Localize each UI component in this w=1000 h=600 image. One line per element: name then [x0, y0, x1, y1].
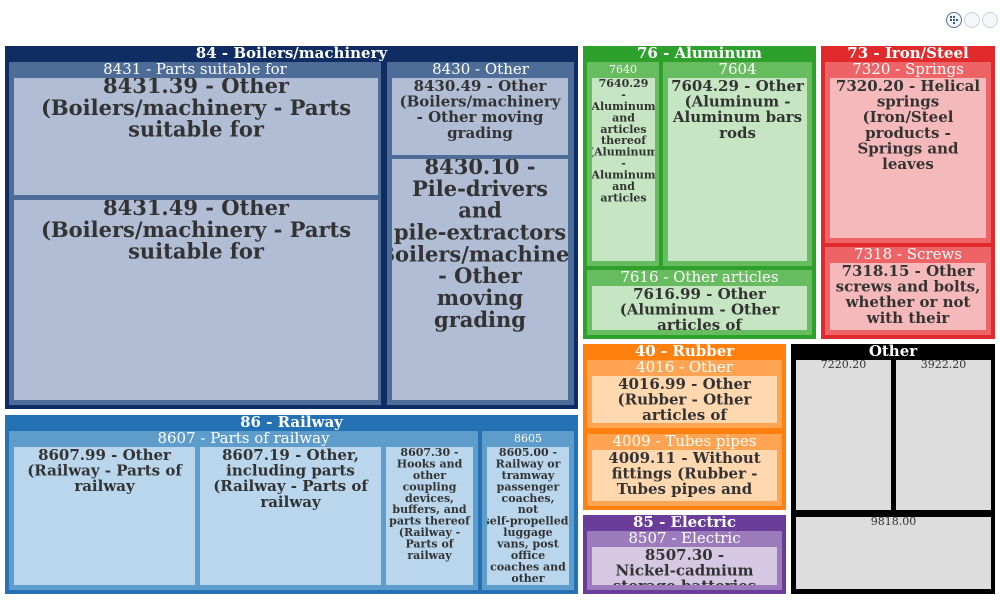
tile-rect[interactable]: [796, 360, 891, 510]
tile-rect[interactable]: [200, 447, 381, 585]
zoom-icon[interactable]: [964, 12, 980, 28]
subgroup-label: 8507 - Electric: [628, 529, 740, 547]
modebar: [946, 12, 998, 28]
subgroup-label: 4009 - Tubes pipes: [613, 432, 757, 450]
subgroup-label: 8430 - Other: [432, 60, 530, 78]
group-label: 76 - Aluminum: [637, 44, 762, 62]
tile-rect[interactable]: [896, 360, 991, 510]
tile-rect[interactable]: [592, 450, 777, 501]
tile-rect[interactable]: [830, 263, 986, 330]
group-label: 73 - Iron/Steel: [847, 44, 969, 62]
tile-rect[interactable]: [14, 447, 195, 585]
tile-label-8430-49: 8430.49 - Other(Boilers/machinery- Other…: [400, 77, 562, 142]
tile-label-8431-39: 8431.39 - Other(Boilers/machinery - Part…: [41, 73, 351, 142]
subgroup-label: 7320 - Springs: [852, 60, 964, 78]
tile-rect[interactable]: [487, 447, 569, 585]
tile-rect[interactable]: [592, 78, 655, 261]
group-label: 85 - Electric: [633, 513, 736, 531]
tile-rect[interactable]: [592, 376, 777, 423]
group-label: Other: [869, 342, 918, 360]
subgroup-label: 7640: [609, 63, 637, 76]
tile-rect[interactable]: [796, 517, 991, 589]
tile-label-3922-20: 3922.20: [921, 358, 967, 371]
tile-rect[interactable]: [14, 200, 378, 400]
group-label: 84 - Boilers/machinery: [196, 44, 389, 62]
group-label: 86 - Railway: [240, 413, 344, 431]
tile-label-9818-00: 9818.00: [871, 515, 917, 528]
tile-rect[interactable]: [592, 286, 807, 330]
subgroup-label: 8607 - Parts of railway: [157, 429, 330, 447]
tile-rect[interactable]: [830, 78, 986, 238]
subgroup-label: 7616 - Other articles: [620, 268, 778, 286]
tile-rect[interactable]: [668, 78, 807, 261]
tile-label-8507-30: 8507.30 -Nickel-cadmiumstorage batteries: [613, 546, 756, 595]
subgroup-label: 7318 - Screws: [854, 245, 962, 263]
tile-rect[interactable]: [592, 547, 777, 585]
tile-rect[interactable]: [392, 159, 568, 400]
plotly-logo-icon[interactable]: [946, 12, 962, 28]
tile-rect[interactable]: [392, 78, 568, 155]
tile-label-8607-19: 8607.19 - Other,including parts(Railway …: [213, 446, 369, 511]
reset-icon[interactable]: [982, 12, 998, 28]
group-label: 40 - Rubber: [635, 342, 735, 360]
subgroup-label: 8605: [514, 432, 542, 445]
subgroup-label: 8431 - Parts suitable for: [103, 60, 288, 78]
tile-label-7220-20: 7220.20: [821, 358, 867, 371]
tile-rect[interactable]: [386, 447, 473, 585]
subgroup-label: 7604: [718, 60, 756, 78]
tile-label-8431-49: 8431.49 - Other(Boilers/machinery - Part…: [41, 195, 351, 264]
subgroup-label: 4016 - Other: [636, 358, 734, 376]
tile-rect[interactable]: [14, 78, 378, 195]
